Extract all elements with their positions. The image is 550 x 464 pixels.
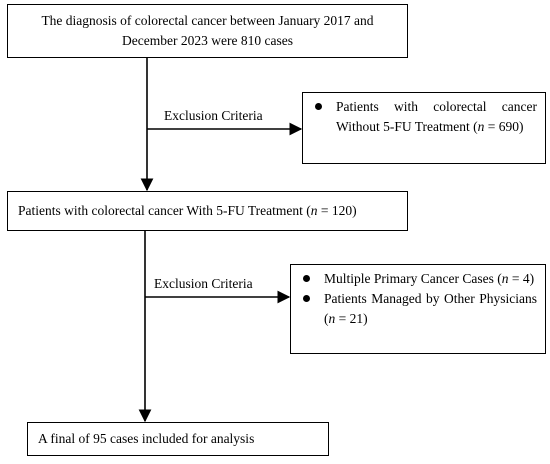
bullet-icon	[303, 275, 310, 282]
box-with-5fu: Patients with colorectal cancer With 5-F…	[7, 191, 408, 231]
exclusion-item: Patients Managed by Other Physicians (n …	[301, 289, 537, 329]
with-5fu-text: Patients with colorectal cancer With 5-F…	[18, 203, 357, 218]
bullet-icon	[303, 295, 310, 302]
bullet-icon	[315, 103, 322, 110]
box-initial-diagnosis: The diagnosis of colorectal cancer betwe…	[7, 4, 408, 58]
final-cases-text: A final of 95 cases included for analysi…	[38, 431, 255, 446]
exclusion-criteria-label-1: Exclusion Criteria	[164, 108, 263, 123]
exclusion-criteria-label-2: Exclusion Criteria	[154, 276, 253, 291]
initial-diagnosis-text: The diagnosis of colorectal cancer betwe…	[41, 13, 374, 48]
exclusion-item: Patients with colorectal cancer Without …	[313, 97, 537, 137]
box-final-cases: A final of 95 cases included for analysi…	[27, 422, 329, 456]
box-exclusion-2: Multiple Primary Cancer Cases (n = 4) Pa…	[290, 264, 546, 354]
box-exclusion-1: Patients with colorectal cancer Without …	[302, 92, 546, 164]
exclusion-item: Multiple Primary Cancer Cases (n = 4)	[301, 269, 537, 289]
